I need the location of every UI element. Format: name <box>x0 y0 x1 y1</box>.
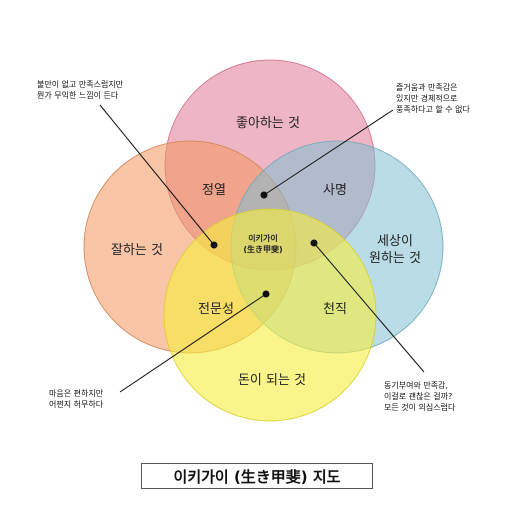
title-box: 이키가이 (生き甲斐) 지도 <box>141 463 373 489</box>
note-bottom-right-line: 동기부여와 만족감, <box>384 380 448 390</box>
note-top-left: 불만이 없고 만족스럽지만 뭔가 무익한 느낌이 든다 <box>37 79 126 100</box>
note-top-left-line: 뭔가 무익한 느낌이 든다 <box>37 90 119 100</box>
leader-dot-top-right <box>260 191 268 199</box>
label-good-at: 잘하는 것 <box>111 243 163 258</box>
leader-line-bottom-right <box>313 242 425 373</box>
note-bottom-left: 마음은 편하지만 어쩐지 허무하다 <box>49 388 106 409</box>
label-world-needs-line2: 원하는 것 <box>369 251 421 266</box>
note-bottom-left-line: 어쩐지 허무하다 <box>49 399 104 409</box>
note-bottom-left-line: 마음은 편하지만 <box>49 388 104 398</box>
label-paid-for: 돈이 되는 것 <box>238 373 306 388</box>
label-ikigai-kanji: (生き甲斐) <box>243 244 282 254</box>
leader-line-top-left <box>99 104 215 246</box>
label-ikigai: 이키가이 <box>248 233 277 243</box>
leader-line-top-right <box>263 109 394 196</box>
note-top-right-line: 있지만 경제적으로 <box>396 93 457 103</box>
label-vocation: 천직 <box>323 302 347 317</box>
label-passion: 정열 <box>202 183 226 198</box>
note-top-right-line: 즐거움과 만족감은 <box>396 82 457 92</box>
label-profession: 전문성 <box>198 302 234 317</box>
label-mission: 사명 <box>323 183 347 198</box>
diagram-title: 이키가이 (生き甲斐) 지도 <box>173 467 341 486</box>
label-world-needs-line1: 세상이 <box>377 234 413 249</box>
leader-dot-top-left <box>210 241 218 249</box>
note-top-left-line: 불만이 없고 만족스럽지만 <box>37 79 124 89</box>
note-bottom-right: 동기부여와 만족감, 이걸로 괜찮은 걸까? 모든 것이 의심스럽다 <box>384 380 456 412</box>
label-love: 좋아하는 것 <box>236 116 300 131</box>
leader-line-bottom-left <box>119 293 267 393</box>
leader-dot-bottom-left <box>262 290 270 298</box>
note-top-right-line: 풍족하다고 할 수 없다 <box>396 104 471 114</box>
leader-dot-bottom-right <box>310 239 318 247</box>
note-bottom-right-line: 모든 것이 의심스럽다 <box>384 402 456 412</box>
note-bottom-right-line: 이걸로 괜찮은 걸까? <box>384 391 452 401</box>
note-top-right: 즐거움과 만족감은 있지만 경제적으로 풍족하다고 할 수 없다 <box>396 82 471 114</box>
